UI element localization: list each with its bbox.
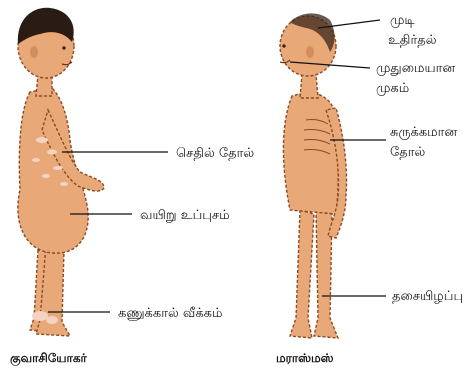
label-hair-loss-line2: உதிர்தல்: [388, 33, 437, 48]
marasmus-figure: [280, 13, 347, 338]
label-old-face-line2: முகம்: [376, 81, 409, 96]
caption-marasmus: மராஸ்மஸ்: [276, 351, 334, 365]
label-muscle-wasting: தசையிழப்பு: [392, 289, 463, 304]
label-flaky-skin: செதில் தோல்: [176, 146, 254, 161]
label-swollen-belly: வயிறு உப்புசம்: [140, 208, 230, 223]
caption-kwashiorkor: குவாசியோகர்: [10, 351, 88, 366]
label-hair-loss-line1: முடி: [390, 13, 415, 28]
kwashiorkor-figure: [18, 8, 104, 336]
label-wrinkled-skin-line2: தோல்: [390, 145, 425, 160]
label-wrinkled-skin-line1: சுருக்கமான: [390, 125, 457, 140]
label-old-face-line1: முதுமையான: [376, 61, 455, 76]
label-ankle-swelling: கணுக்கால் வீக்கம்: [118, 306, 222, 321]
